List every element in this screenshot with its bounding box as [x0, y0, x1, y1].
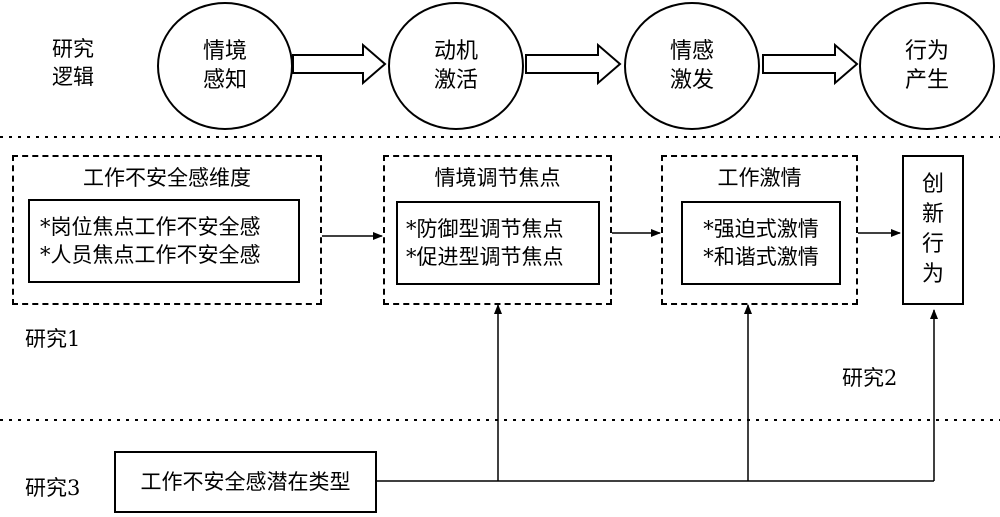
- logic-step-line2: 产生: [904, 68, 949, 93]
- logic-step-line1: 行为: [904, 39, 949, 64]
- logic-step-line1: 情境: [202, 39, 247, 64]
- logic-step-line1: 情感: [669, 39, 714, 64]
- list-item: *和谐式激情: [703, 245, 819, 269]
- list-item: *岗位焦点工作不安全感: [40, 215, 261, 239]
- logic-step-motivation-activation: 动机 激活: [388, 2, 524, 130]
- latent-box-label: 工作不安全感潜在类型: [140, 470, 351, 494]
- box-job-insecurity-dimensions-items: *岗位焦点工作不安全感 *人员焦点工作不安全感: [28, 199, 300, 283]
- study2-label: 研究2: [842, 366, 898, 390]
- box-regulatory-focus-title: 情境调节焦点: [434, 166, 561, 190]
- box-work-passion-title: 工作激情: [717, 166, 802, 190]
- research-logic-label: 研究 逻辑: [38, 35, 108, 91]
- box-innovative-behavior: 创 新 行 为: [902, 155, 964, 305]
- box-work-passion-items: *强迫式激情 *和谐式激情: [681, 201, 841, 285]
- logic-step-emotion-arousal: 情感 激发: [624, 2, 760, 130]
- logic-step-behavior-generation: 行为 产生: [859, 2, 995, 130]
- logic-step-line2: 激活: [433, 68, 478, 93]
- study1-label: 研究1: [25, 327, 81, 351]
- block-arrow-1: [292, 42, 387, 86]
- box-job-insecurity-dimensions: [12, 155, 322, 305]
- list-item: *促进型调节焦点: [406, 245, 564, 269]
- research-logic-label-line1: 研究: [52, 37, 94, 61]
- vertical-char: 创: [921, 172, 944, 197]
- list-item: *人员焦点工作不安全感: [40, 243, 261, 267]
- box-job-insecurity-dimensions-title: 工作不安全感维度: [83, 166, 251, 190]
- vertical-char: 行: [921, 232, 944, 257]
- vertical-char: 为: [921, 262, 944, 287]
- logic-step-line1: 动机: [433, 39, 478, 64]
- block-arrow-2: [525, 42, 622, 86]
- box-regulatory-focus-items: *防御型调节焦点 *促进型调节焦点: [396, 201, 600, 285]
- logic-step-line2: 感知: [202, 68, 247, 93]
- study3-label: 研究3: [25, 476, 81, 500]
- list-item: *防御型调节焦点: [406, 217, 564, 241]
- research-logic-label-line2: 逻辑: [52, 65, 94, 89]
- box-work-passion: [661, 155, 858, 305]
- box-latent-job-insecurity-types: 工作不安全感潜在类型: [114, 451, 377, 513]
- list-item: *强迫式激情: [703, 217, 819, 241]
- logic-step-situation-perception: 情境 感知: [157, 2, 293, 130]
- logic-step-line2: 激发: [669, 68, 714, 93]
- box-regulatory-focus: [383, 155, 612, 305]
- vertical-char: 新: [921, 202, 944, 227]
- block-arrow-3: [762, 42, 859, 86]
